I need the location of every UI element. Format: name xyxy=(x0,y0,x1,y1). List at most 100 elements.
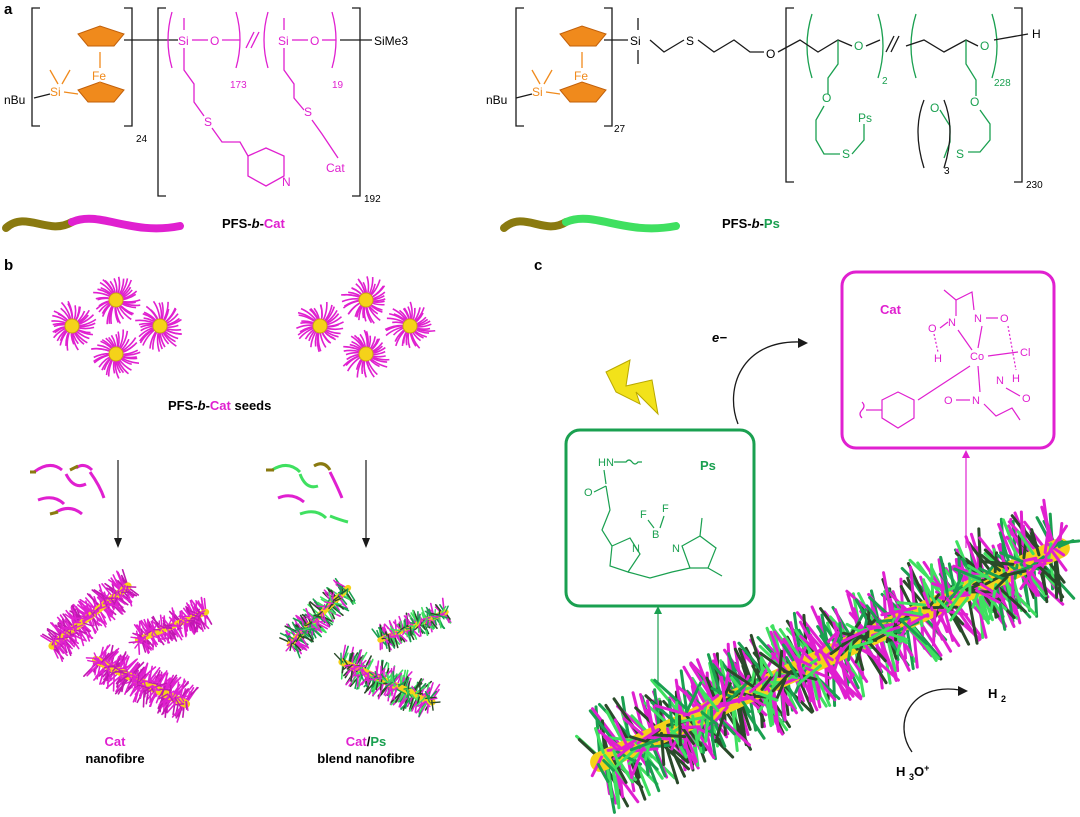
ps-o: O xyxy=(584,487,593,499)
subscript-2: 2 xyxy=(882,76,888,87)
unimers-left xyxy=(30,463,106,516)
o-unit228-label: O xyxy=(980,39,989,53)
cat-nanofibre-line2: nanofibre xyxy=(85,751,144,766)
unimers-right xyxy=(266,462,349,524)
o-linker-label: O xyxy=(766,47,775,61)
ps-pyrrole-right xyxy=(681,535,717,569)
cat-cobaloxime-structure: Cat N N O O Cl Co H H O N N O xyxy=(859,289,1031,429)
seeds-group-left xyxy=(51,276,182,379)
fe-label-2: Fe xyxy=(574,69,588,83)
cat-box-title: Cat xyxy=(880,302,902,317)
ps-box-title: Ps xyxy=(700,458,716,473)
large-blend-fibre xyxy=(575,498,1080,814)
o-side-label: O xyxy=(822,91,831,105)
subscript-230: 230 xyxy=(1026,180,1043,191)
nanofibres-right xyxy=(279,577,452,718)
subscript-3: 3 xyxy=(944,166,950,177)
nbu-label-2: nBu xyxy=(486,93,507,107)
o-19-label: O xyxy=(310,34,319,48)
cat-h2: H xyxy=(1012,373,1020,385)
panel-a-label: a xyxy=(4,1,13,18)
ps-f1: F xyxy=(640,509,647,521)
cat-pyridine-ring xyxy=(881,391,915,429)
cat-o2: O xyxy=(1000,313,1009,325)
subscript-24: 24 xyxy=(136,134,148,145)
ferrocene-top-ring xyxy=(77,25,125,47)
s-side2-label: S xyxy=(956,147,964,161)
cat-o1: O xyxy=(928,323,937,335)
h2-arrowhead xyxy=(958,686,968,696)
blend-nanofibre-large xyxy=(575,498,1080,814)
cat-structure-box xyxy=(840,270,1056,450)
cat-n1: N xyxy=(948,317,956,329)
seed-micelle-2 xyxy=(51,300,97,351)
seed-micelle-6 xyxy=(296,301,344,353)
pyridine-n-label: N xyxy=(282,175,291,189)
si-linker-label: Si xyxy=(630,34,641,48)
o-peg-label: O xyxy=(930,101,939,115)
seed-micelle-5 xyxy=(341,276,386,324)
o-side2-label: O xyxy=(970,95,979,109)
seed-micelle-4 xyxy=(91,329,141,379)
subscript-173: 173 xyxy=(230,80,247,91)
blend-nanofibre-2 xyxy=(371,597,452,653)
electron-transfer-arrow xyxy=(732,341,801,425)
cat-nanofibre-1 xyxy=(40,568,140,663)
seed-micelle-7 xyxy=(384,301,436,349)
electron-arrowhead xyxy=(798,338,808,348)
cat-h1: H xyxy=(934,353,942,365)
seeds-label: PFS-b-Cat seeds xyxy=(168,398,271,413)
blend-nanofibre-1 xyxy=(279,577,356,659)
ps-hn: HN xyxy=(598,457,614,469)
ferrocene-bottom-ring-2 xyxy=(559,81,607,103)
ps-bodipy-structure: Ps HN O N B F F N xyxy=(584,457,723,579)
si-173-label: Si xyxy=(178,34,189,48)
ps-f2: F xyxy=(662,503,669,515)
cat-n3: N xyxy=(972,395,980,407)
h3o-label: H 3O+ xyxy=(896,763,929,782)
o-unit2-label: O xyxy=(854,39,863,53)
blend-nanofibre-3 xyxy=(333,644,441,718)
panel-b-label: b xyxy=(4,257,13,274)
pfs-b-cat-structure: Fe Si nBu 24 192 Si O 173 S N Si O xyxy=(4,7,408,205)
cat-o3: O xyxy=(944,395,953,407)
cat-o4: O xyxy=(1022,393,1031,405)
ferrocene-bottom-ring xyxy=(77,81,125,103)
arrowhead-left xyxy=(114,538,122,548)
cat-n2: N xyxy=(974,313,982,325)
nbu-label: nBu xyxy=(4,93,25,107)
s-19-label: S xyxy=(304,105,312,119)
pfs-b-cat-polymer-cartoon xyxy=(2,214,184,233)
h2-label: H 2 xyxy=(988,686,1006,704)
cat-cl: Cl xyxy=(1020,347,1030,359)
si-19-label: Si xyxy=(278,34,289,48)
seeds-group-right xyxy=(296,276,436,378)
lightning-bolt-icon xyxy=(605,359,659,416)
subscript-27: 27 xyxy=(614,124,626,135)
ps-structure-box xyxy=(564,428,756,608)
si-label-2: Si xyxy=(532,85,543,99)
seed-micelle-8 xyxy=(342,329,390,378)
ps-n1: N xyxy=(632,543,640,555)
electron-label: e− xyxy=(712,330,727,345)
ps-b: B xyxy=(652,529,659,541)
pyridine-ring xyxy=(247,147,285,187)
s-side-label: S xyxy=(842,147,850,161)
cat-group-label: Cat xyxy=(326,161,345,175)
cat-connector-arrowhead xyxy=(962,450,970,458)
cat-nanofibre-line1: Cat xyxy=(105,734,127,749)
blend-nanofibre-line2: blend nanofibre xyxy=(317,751,415,766)
pfs-b-cat-name: PFS-b-Cat xyxy=(222,216,286,231)
h2-evolution-arrow xyxy=(903,688,961,753)
blend-nanofibre-line1: Cat/Ps xyxy=(346,734,386,749)
panel-c-label: c xyxy=(534,257,542,274)
ps-n2: N xyxy=(672,543,680,555)
h-end-label: H xyxy=(1032,27,1041,41)
o-173-label: O xyxy=(210,34,219,48)
subscript-192: 192 xyxy=(364,194,381,205)
s-linker-label: S xyxy=(686,34,694,48)
ferrocene-top-ring-2 xyxy=(559,25,607,47)
nanofibres-left xyxy=(40,568,213,723)
fe-label: Fe xyxy=(92,69,106,83)
